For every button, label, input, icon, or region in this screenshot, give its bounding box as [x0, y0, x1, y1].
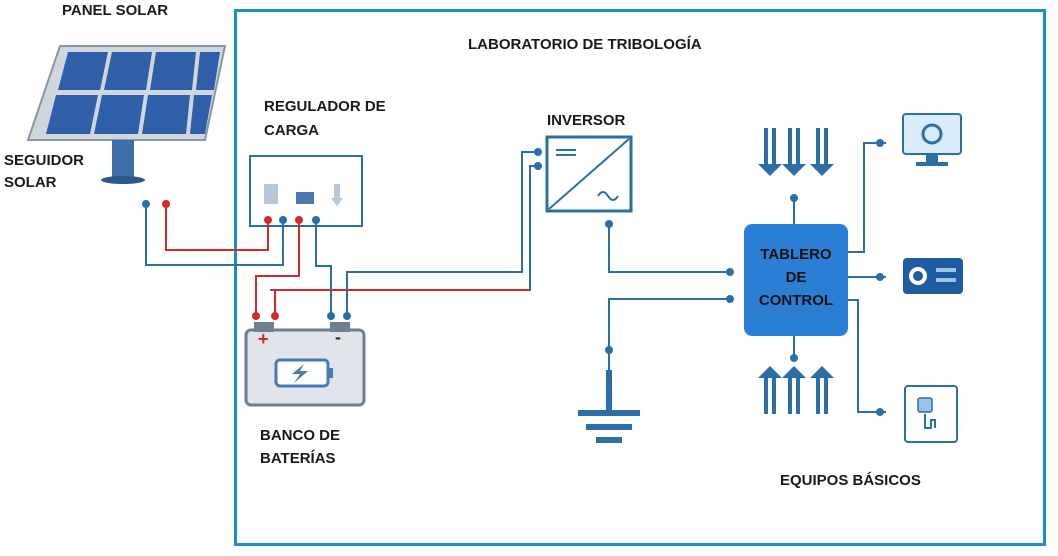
battery-minus-sign: -: [335, 327, 341, 347]
control-panel-line-1: TABLERO: [760, 246, 832, 263]
battery-bank-line-1: BANCO DE: [260, 427, 341, 444]
lamps-top-icon: [758, 128, 834, 176]
red-wires: [165, 205, 530, 315]
control-panel-line-2: DE: [785, 269, 807, 286]
battery-plus-sign: +: [258, 329, 269, 349]
solar-tracker-label: SEGUIDOR SOLAR: [4, 150, 84, 194]
regulator-line-2: CARGA: [264, 122, 319, 139]
laboratory-frame: [234, 9, 1046, 546]
battery-bank-label: BANCO DE BATERÍAS: [260, 424, 340, 470]
solar-tracker-line-1: SEGUIDOR: [4, 152, 85, 169]
inverter-icon: [545, 135, 633, 213]
terminal-dots: [142, 139, 884, 416]
fingerprint-device-icon: [904, 385, 958, 443]
solar-tracker-icon: [101, 140, 145, 184]
laboratory-title: LABORATORIO DE TRIBOLOGÍA: [468, 36, 702, 53]
solar-panel-icon: [26, 45, 227, 141]
regulator-line-1: REGULADOR DE: [264, 98, 386, 115]
projector-icon: [903, 258, 963, 294]
control-panel-box: [744, 224, 848, 336]
regulator-label: REGULADOR DE CARGA: [264, 95, 386, 143]
control-panel-label: TABLERO DE CONTROL: [744, 243, 848, 312]
basic-equipment-label: EQUIPOS BÁSICOS: [780, 472, 921, 489]
battery-bank-icon: [244, 322, 366, 407]
solar-panel-label: PANEL SOLAR: [62, 2, 169, 19]
battery-bank-line-2: BATERÍAS: [260, 450, 336, 467]
charge-regulator-icon: [249, 155, 363, 227]
ground-icon: [578, 370, 640, 443]
solar-tracker-line-2: SOLAR: [4, 174, 57, 191]
lamps-bottom-icon: [758, 366, 834, 414]
computer-icon: [902, 113, 962, 166]
control-panel-line-3: CONTROL: [758, 292, 834, 309]
inverter-label: INVERSOR: [547, 112, 626, 129]
